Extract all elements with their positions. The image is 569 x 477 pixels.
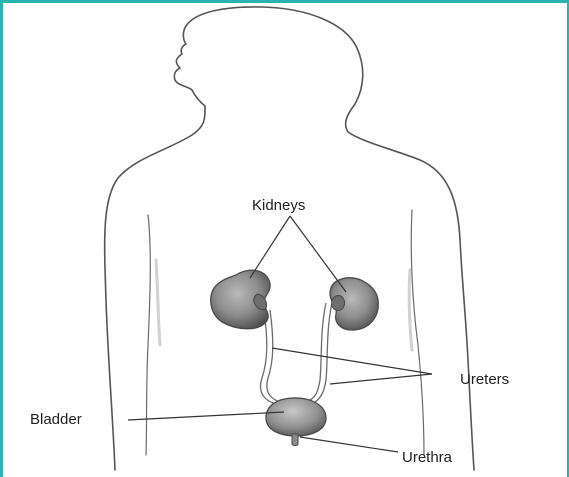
bladder-label: Bladder [30,412,82,427]
kidneys-leader-left [250,216,290,278]
right-kidney-pelvis [332,296,345,311]
urethra-organ [292,434,298,446]
ureters-leader-lower [330,374,432,384]
right-arm-contour [411,210,424,455]
bladder-leader [128,412,284,420]
ureters-leader-upper [272,348,432,374]
left-ureter-inner [267,310,280,402]
bladder-organ [266,398,326,436]
kidneys-leader-right [290,216,346,292]
left-side-shading [156,260,160,345]
kidneys-label: Kidneys [252,198,305,213]
ureters-label: Ureters [460,372,509,387]
urethra-leader [300,437,398,452]
right-ureter [306,303,326,402]
urethra-label: Urethra [402,450,452,465]
